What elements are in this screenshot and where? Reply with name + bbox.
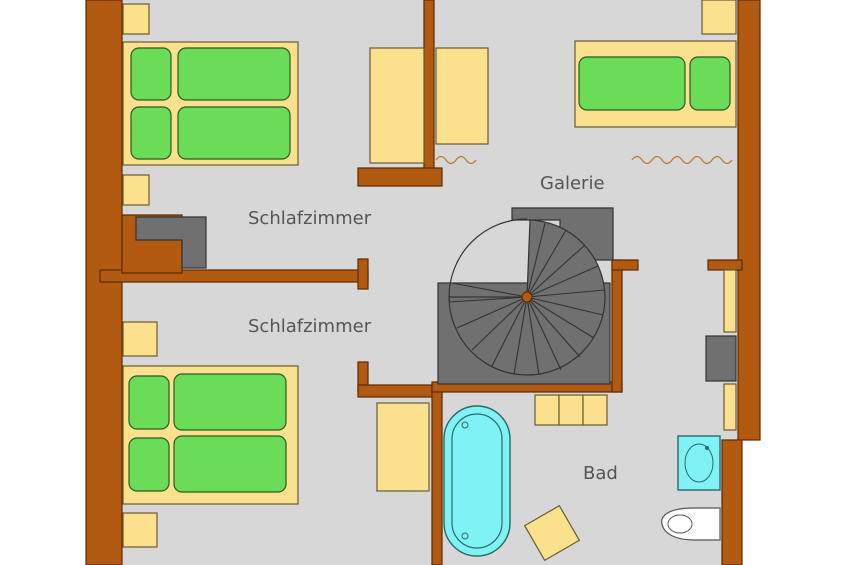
mattress-top-1 [130, 47, 172, 101]
nightstand-top-1 [122, 3, 150, 35]
nightstand-galerie [701, 0, 737, 35]
chimney-block [135, 216, 207, 269]
galerie [435, 0, 737, 431]
bathtub-drain [461, 421, 469, 429]
bathroom [443, 394, 721, 562]
sink-basin [684, 443, 714, 483]
toilet-icon [661, 507, 721, 541]
sink-tap [705, 446, 709, 450]
wall-stair-right-stub [611, 259, 639, 271]
label-schlafzimmer-bottom: Schlafzimmer [248, 316, 372, 337]
cabinet-right [705, 335, 737, 382]
stair-rail [448, 218, 528, 298]
bathtub-basin [451, 413, 503, 549]
label-schlafzimmer-top: Schlafzimmer [248, 208, 372, 229]
mattress-bottom-1 [128, 375, 170, 430]
shelf-right-2 [723, 383, 737, 431]
mattress-galerie-2 [689, 56, 731, 111]
wall-right-outer-lower [721, 439, 743, 565]
mattress-galerie-1 [578, 56, 686, 111]
bathtub-icon [443, 405, 511, 557]
bathtub-drain-2 [461, 532, 469, 540]
mattress-top-4 [177, 106, 291, 160]
stool-bath [523, 504, 581, 562]
mattress-top-2 [177, 47, 291, 101]
wall-middle-upper-foot [357, 167, 443, 187]
toilet-seat [667, 514, 693, 534]
mattress-bottom-4 [173, 435, 287, 493]
wall-bath-left [431, 384, 443, 565]
spiral-staircase-icon [437, 207, 614, 385]
cabinet-bath-2 [558, 394, 584, 426]
bench-galerie [435, 47, 489, 145]
wall-right-stub [707, 259, 743, 271]
stair-newel [521, 291, 533, 303]
bedroom-bottom [122, 321, 430, 548]
radiator-icon-2 [631, 155, 733, 165]
wall-right-outer-upper [737, 0, 761, 441]
cabinet-bath-1 [534, 394, 560, 426]
desk-top [369, 47, 425, 164]
label-galerie: Galerie [540, 173, 605, 194]
mattress-bottom-2 [173, 373, 287, 431]
mattress-top-3 [130, 106, 172, 160]
cabinet-bath-3 [582, 394, 608, 426]
shelf-right-1 [723, 269, 737, 333]
stair-steps [448, 222, 606, 376]
nightstand-bottom-1 [122, 321, 158, 357]
label-bad: Bad [583, 463, 618, 484]
wall-divider-left-end [357, 258, 369, 290]
wall-bath-top-h [357, 384, 443, 398]
nightstand-bottom-2 [122, 512, 158, 548]
mattress-bottom-3 [128, 437, 170, 492]
wall-middle-upper [423, 0, 435, 179]
desk-bottom [376, 402, 430, 492]
radiator-icon [435, 155, 477, 165]
wall-stair-right [611, 259, 623, 393]
bedroom-top [122, 3, 425, 269]
nightstand-top-2 [122, 174, 150, 206]
